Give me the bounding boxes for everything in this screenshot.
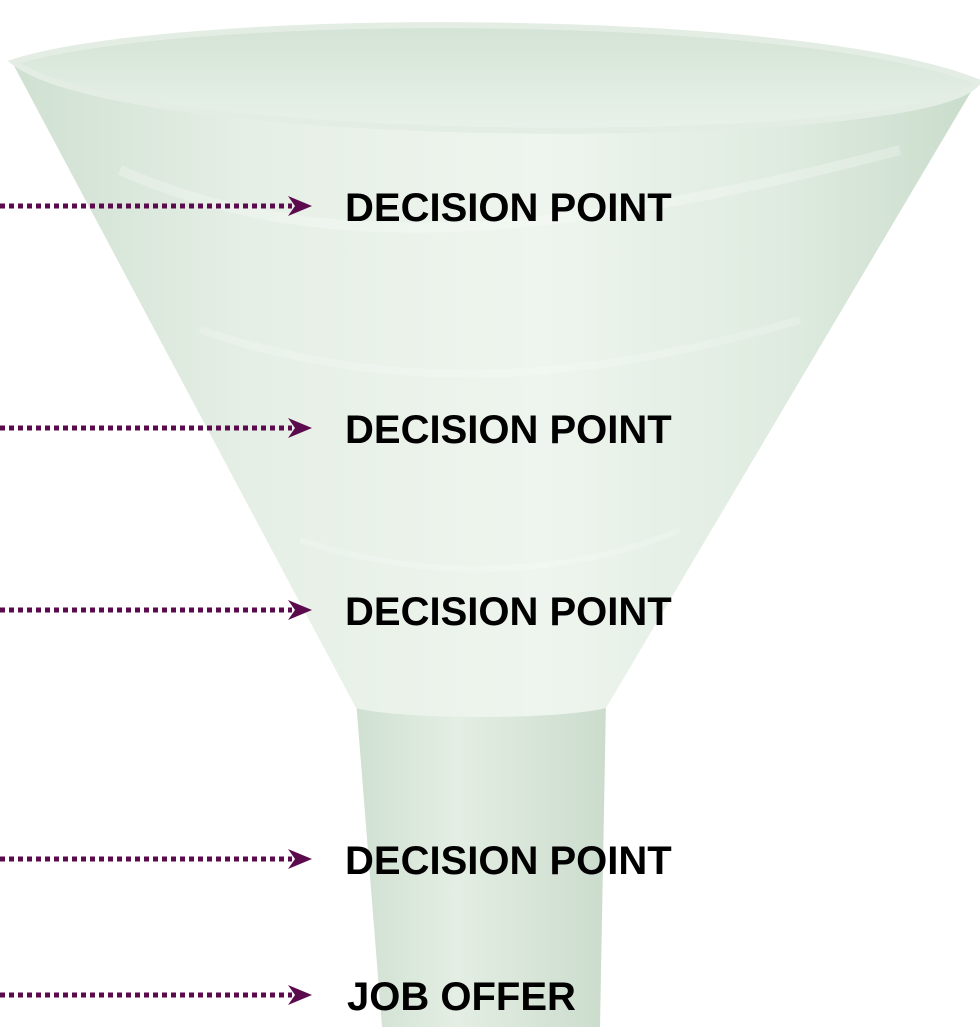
stage-label: DECISION POINT (345, 839, 672, 883)
funnel-spout (356, 700, 606, 1027)
stage-label: DECISION POINT (345, 590, 672, 634)
stage-label: DECISION POINT (345, 408, 672, 452)
stage-2: DECISION POINT (0, 408, 760, 452)
stage-label: JOB OFFER (347, 975, 576, 1019)
funnel-rim (7, 22, 980, 134)
stage-final: JOB OFFER (0, 975, 760, 1019)
arrow-head (288, 196, 312, 216)
dotted-arrow-right-icon (0, 600, 312, 620)
arrow-head (288, 600, 312, 620)
dotted-arrow-right-icon (0, 985, 312, 1005)
dotted-arrow-right-icon (0, 418, 312, 438)
dotted-arrow-right-icon (0, 196, 312, 216)
stage-label: DECISION POINT (345, 186, 672, 230)
arrow-head (288, 418, 312, 438)
stage-1: DECISION POINT (0, 186, 760, 230)
dotted-arrow-right-icon (0, 849, 312, 869)
stage-3: DECISION POINT (0, 590, 760, 634)
arrow-head (288, 985, 312, 1005)
stage-4: DECISION POINT (0, 839, 760, 883)
arrow-head (288, 849, 312, 869)
